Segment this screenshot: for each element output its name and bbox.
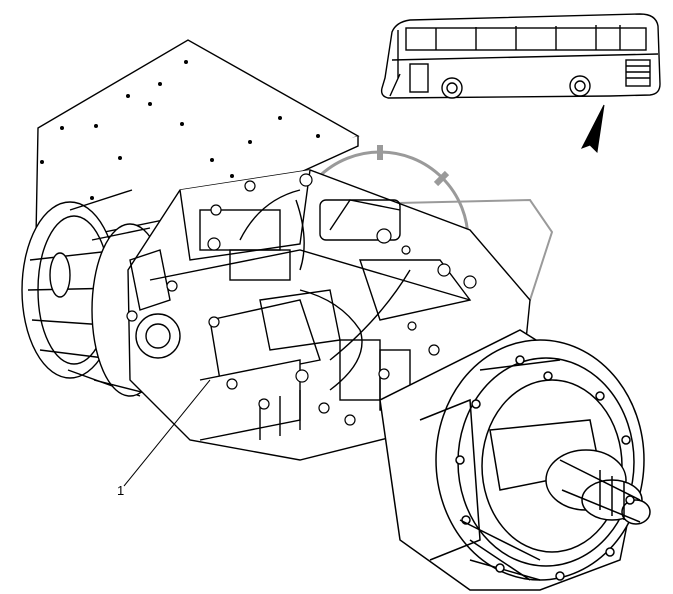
callout-leader-line bbox=[123, 379, 211, 487]
bus-icon bbox=[380, 13, 661, 99]
callout-label-1: 1 bbox=[117, 483, 125, 498]
output-housing bbox=[379, 329, 651, 591]
direction-arrow bbox=[580, 104, 605, 154]
